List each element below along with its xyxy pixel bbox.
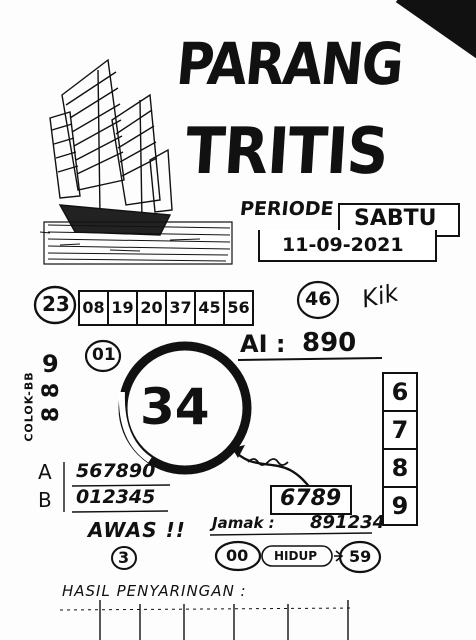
side-column: 6 7 8 9 [382, 372, 418, 526]
side-cell: 9 [391, 492, 409, 520]
period-date: 11-09-2021 [282, 234, 404, 256]
colok-bb-top: 9 [42, 350, 59, 378]
jamak-value: 891234 [310, 512, 386, 533]
number-row: 08 19 20 37 45 56 [78, 290, 254, 326]
circled-number-46: 46 [305, 288, 332, 310]
main-number: 34 [140, 378, 210, 436]
circled-number-3: 3 [118, 548, 130, 567]
line-a-label: A [38, 460, 52, 484]
hidup-right: 59 [349, 547, 372, 566]
period-date-box: 11-09-2021 [258, 230, 437, 262]
awas-label: AWAS !! [88, 518, 186, 542]
number-cell: 20 [138, 292, 167, 324]
hidup-left: 00 [226, 546, 249, 565]
number-cell: 19 [109, 292, 138, 324]
hidup-label: HIDUP [274, 549, 318, 563]
period-day: SABTU [354, 206, 437, 231]
ai-value: 890 [302, 328, 357, 358]
jamak-label: Jamak : [212, 514, 275, 532]
number-cell: 56 [227, 298, 250, 317]
boxed-number-box: 6789 [270, 485, 352, 515]
boxed-number: 6789 [280, 486, 342, 511]
side-cell: 8 [384, 450, 416, 488]
number-cell: 45 [196, 292, 225, 324]
footer-label: HASIL PENYARINGAN : [62, 582, 247, 600]
line-b-label: B [38, 488, 52, 512]
number-cell: 08 [80, 292, 109, 324]
side-cell: 6 [384, 374, 416, 412]
ai-label: AI : [240, 330, 286, 358]
line-a-value: 567890 [76, 460, 156, 482]
circled-number-01: 01 [92, 345, 116, 365]
circled-number-23: 23 [42, 292, 70, 316]
number-cell: 37 [167, 292, 196, 324]
side-cell: 7 [384, 412, 416, 450]
line-b-value: 012345 [76, 486, 156, 508]
